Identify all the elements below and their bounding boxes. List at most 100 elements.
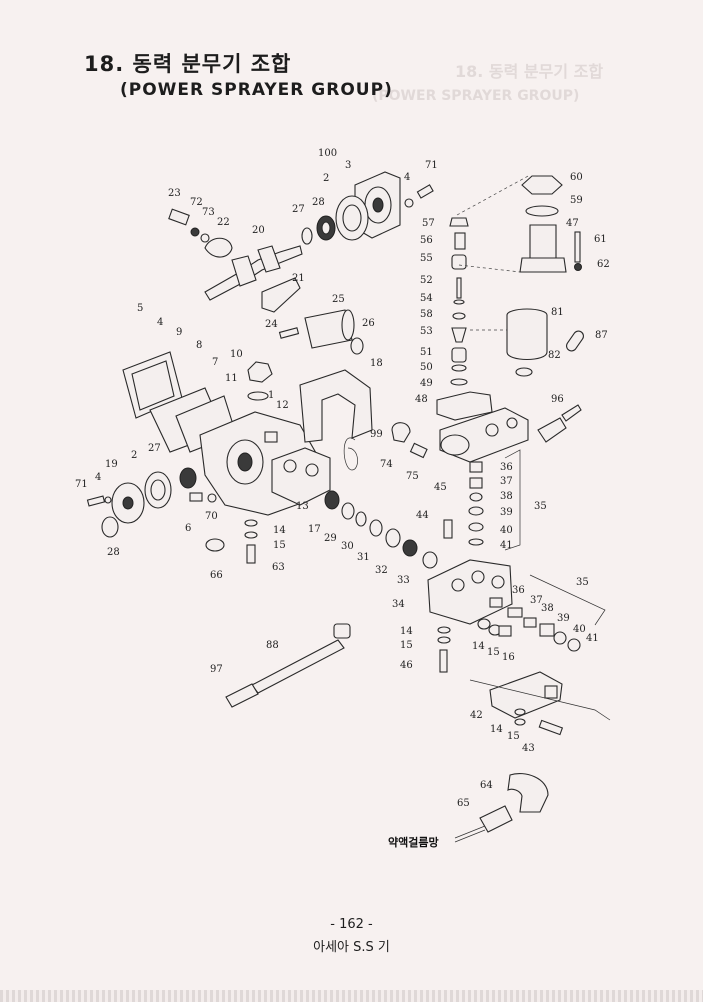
callout-30: 30 <box>341 541 354 552</box>
callout-51: 51 <box>420 347 433 358</box>
callout-81: 81 <box>551 307 564 318</box>
callout-62: 62 <box>597 259 610 270</box>
callout-72: 72 <box>190 197 203 208</box>
callout-43: 43 <box>522 743 535 754</box>
callout-49: 49 <box>420 378 433 389</box>
callout-33: 33 <box>397 575 410 586</box>
callout-48: 48 <box>415 394 428 405</box>
callout-28-left: 28 <box>107 547 120 558</box>
callout-18: 18 <box>370 358 383 369</box>
callout-61: 61 <box>594 234 607 245</box>
callout-19: 19 <box>105 459 118 470</box>
callout-41-upper: 41 <box>500 540 513 551</box>
callout-71-left: 71 <box>75 479 88 490</box>
scan-edge <box>0 990 703 1002</box>
callout-50: 50 <box>420 362 433 373</box>
callout-87: 87 <box>595 330 608 341</box>
callout-4: 4 <box>404 172 410 183</box>
callout-15: 15 <box>273 540 286 551</box>
callout-39-upper: 39 <box>500 507 513 518</box>
callout-64: 64 <box>480 780 493 791</box>
page-subtitle: (POWER SPRAYER GROUP) <box>120 80 393 100</box>
callout-75: 75 <box>406 471 419 482</box>
callout-26: 26 <box>362 318 375 329</box>
crankshaft-group <box>168 171 434 355</box>
callout-27-left: 27 <box>148 443 161 454</box>
callout-100: 100 <box>318 148 337 159</box>
callout-12: 12 <box>276 400 289 411</box>
callout-27: 27 <box>292 204 305 215</box>
callout-13: 13 <box>296 501 309 512</box>
show-through-title-ko: 18. 동력 분무기 조합 <box>455 62 604 81</box>
callout-35-lower: 35 <box>576 577 589 588</box>
callout-46: 46 <box>400 660 413 671</box>
callout-42: 42 <box>470 710 483 721</box>
callout-36-lower: 36 <box>512 585 525 596</box>
callout-28: 28 <box>312 197 325 208</box>
callout-15-lower: 15 <box>400 640 413 651</box>
pump-head <box>343 391 582 471</box>
gear-case <box>86 351 453 569</box>
callout-24: 24 <box>265 319 278 330</box>
callout-65: 65 <box>457 798 470 809</box>
callout-39-lower: 39 <box>557 613 570 624</box>
callout-3: 3 <box>345 160 351 171</box>
callout-2: 2 <box>323 173 329 184</box>
callout-31: 31 <box>357 552 370 563</box>
callout-32: 32 <box>375 565 388 576</box>
callout-34: 34 <box>392 599 405 610</box>
callout-47: 47 <box>566 218 579 229</box>
page-title: 18. 동력 분무기 조합 <box>84 52 292 76</box>
callout-44: 44 <box>416 510 429 521</box>
callout-29: 29 <box>324 533 337 544</box>
callout-52: 52 <box>420 275 433 286</box>
callout-36-upper: 36 <box>500 462 513 473</box>
callout-8: 8 <box>196 340 202 351</box>
callout-15-right: 15 <box>487 647 500 658</box>
callout-20: 20 <box>252 225 265 236</box>
callout-14-bottom: 14 <box>490 724 503 735</box>
callout-60: 60 <box>570 172 583 183</box>
callout-45: 45 <box>434 482 447 493</box>
callout-59: 59 <box>570 195 583 206</box>
callout-82: 82 <box>548 350 561 361</box>
callout-4-left: 4 <box>157 317 163 328</box>
callout-56: 56 <box>420 235 433 246</box>
callout-25: 25 <box>332 294 345 305</box>
callout-10: 10 <box>230 349 243 360</box>
callout-66: 66 <box>210 570 223 581</box>
callout-70: 70 <box>205 511 218 522</box>
callout-96: 96 <box>551 394 564 405</box>
publisher-name: 아세아 S.S 기 <box>313 940 390 955</box>
callout-labels: 100 3 71 2 4 60 59 23 72 73 22 27 28 57 … <box>75 148 610 849</box>
callout-6: 6 <box>185 523 191 534</box>
callout-14: 14 <box>273 525 286 536</box>
callout-15-bottom: 15 <box>507 731 520 742</box>
callout-73: 73 <box>202 207 215 218</box>
pump-cylinder <box>225 449 611 843</box>
callout-63: 63 <box>272 562 285 573</box>
callout-38-upper: 38 <box>500 491 513 502</box>
callout-14-lower: 14 <box>400 626 413 637</box>
callout-21: 21 <box>292 273 305 284</box>
callout-1: 1 <box>268 390 274 401</box>
callout-74: 74 <box>380 459 393 470</box>
callout-54: 54 <box>420 293 433 304</box>
show-through-title-en: (POWER SPRAYER GROUP) <box>372 88 580 104</box>
callout-55: 55 <box>420 253 433 264</box>
callout-38-lower: 38 <box>541 603 554 614</box>
callout-37-lower: 37 <box>530 595 543 606</box>
callout-5: 5 <box>137 303 143 314</box>
callout-41-lower: 41 <box>586 633 599 644</box>
strainer-label: 약액걸름망 <box>388 835 439 849</box>
callout-99: 99 <box>370 429 383 440</box>
callout-53: 53 <box>420 326 433 337</box>
callout-11: 11 <box>225 373 238 384</box>
callout-40-upper: 40 <box>500 525 513 536</box>
callout-88: 88 <box>266 640 279 651</box>
callout-16: 16 <box>502 652 515 663</box>
callout-7: 7 <box>212 357 218 368</box>
callout-17: 17 <box>308 524 321 535</box>
